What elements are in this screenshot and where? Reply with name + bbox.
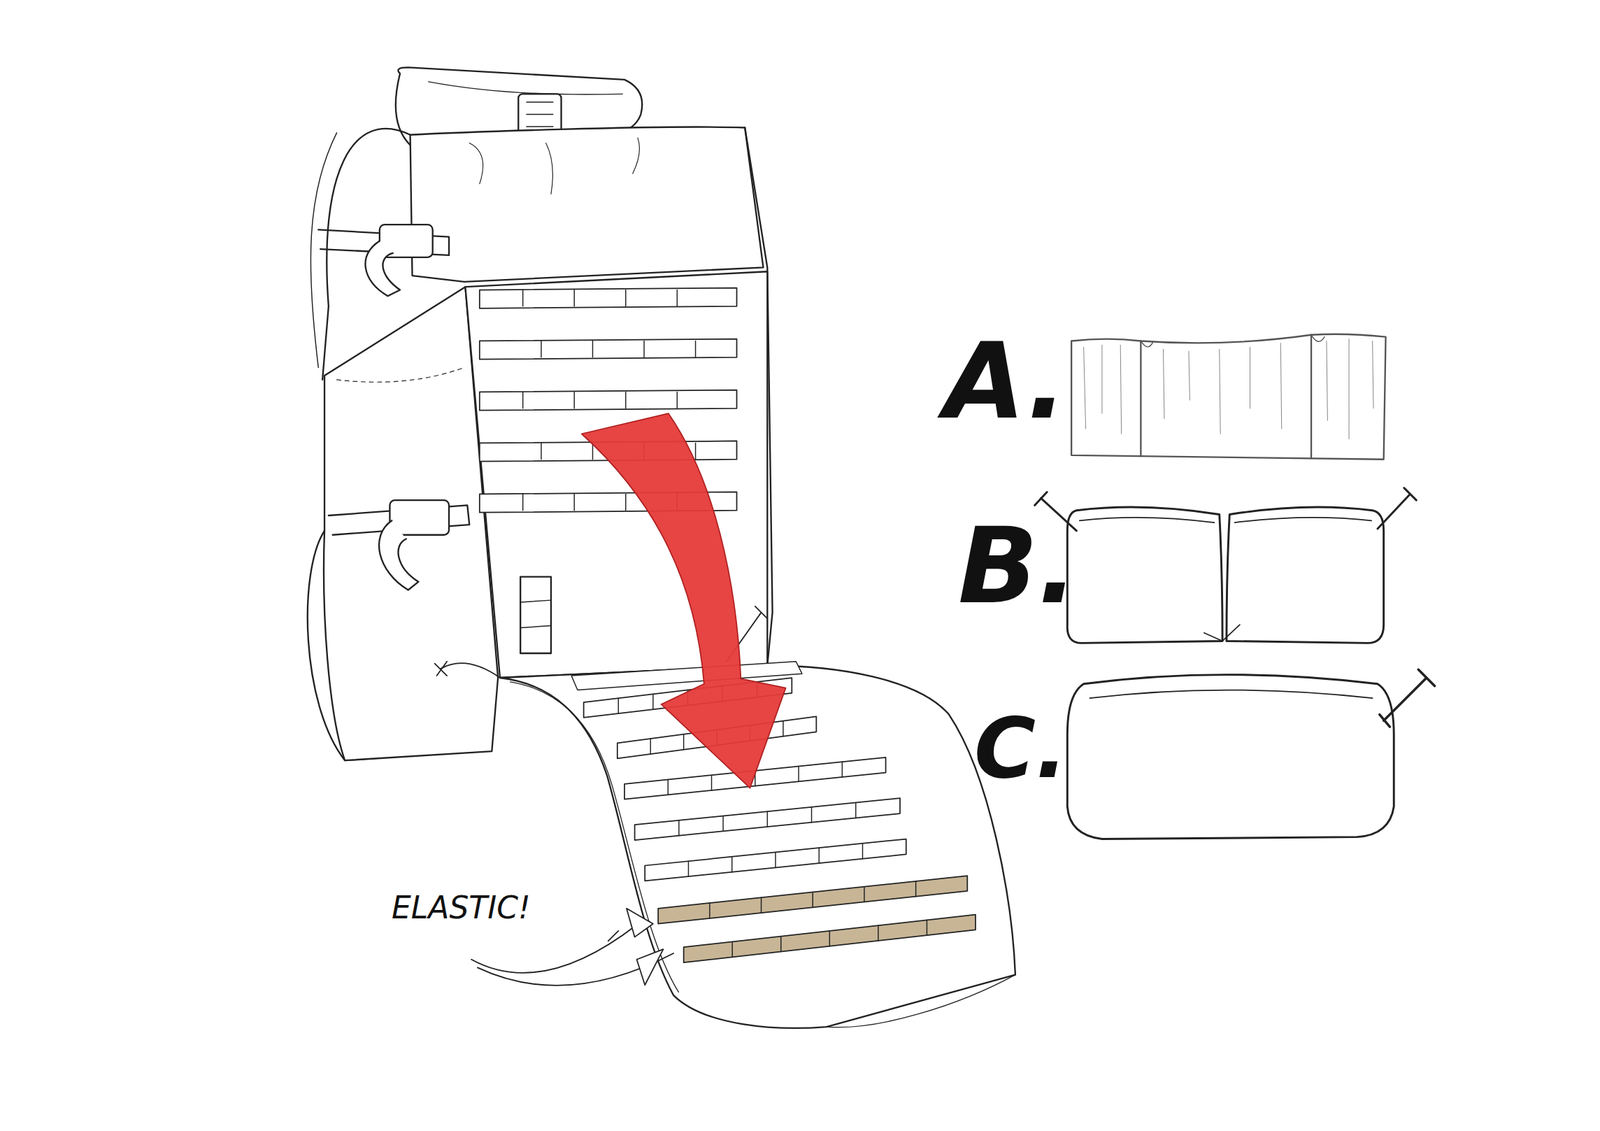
- pouch-b: [1034, 488, 1417, 644]
- callout-label: ELASTIC!: [391, 892, 531, 924]
- pouch-option-letter: C.: [974, 706, 1068, 791]
- pouch-option-letter: A.: [944, 328, 1068, 434]
- pouch-c: [1067, 669, 1435, 839]
- pouch-option-letter: B.: [958, 513, 1078, 619]
- pouch-a: [1071, 334, 1386, 460]
